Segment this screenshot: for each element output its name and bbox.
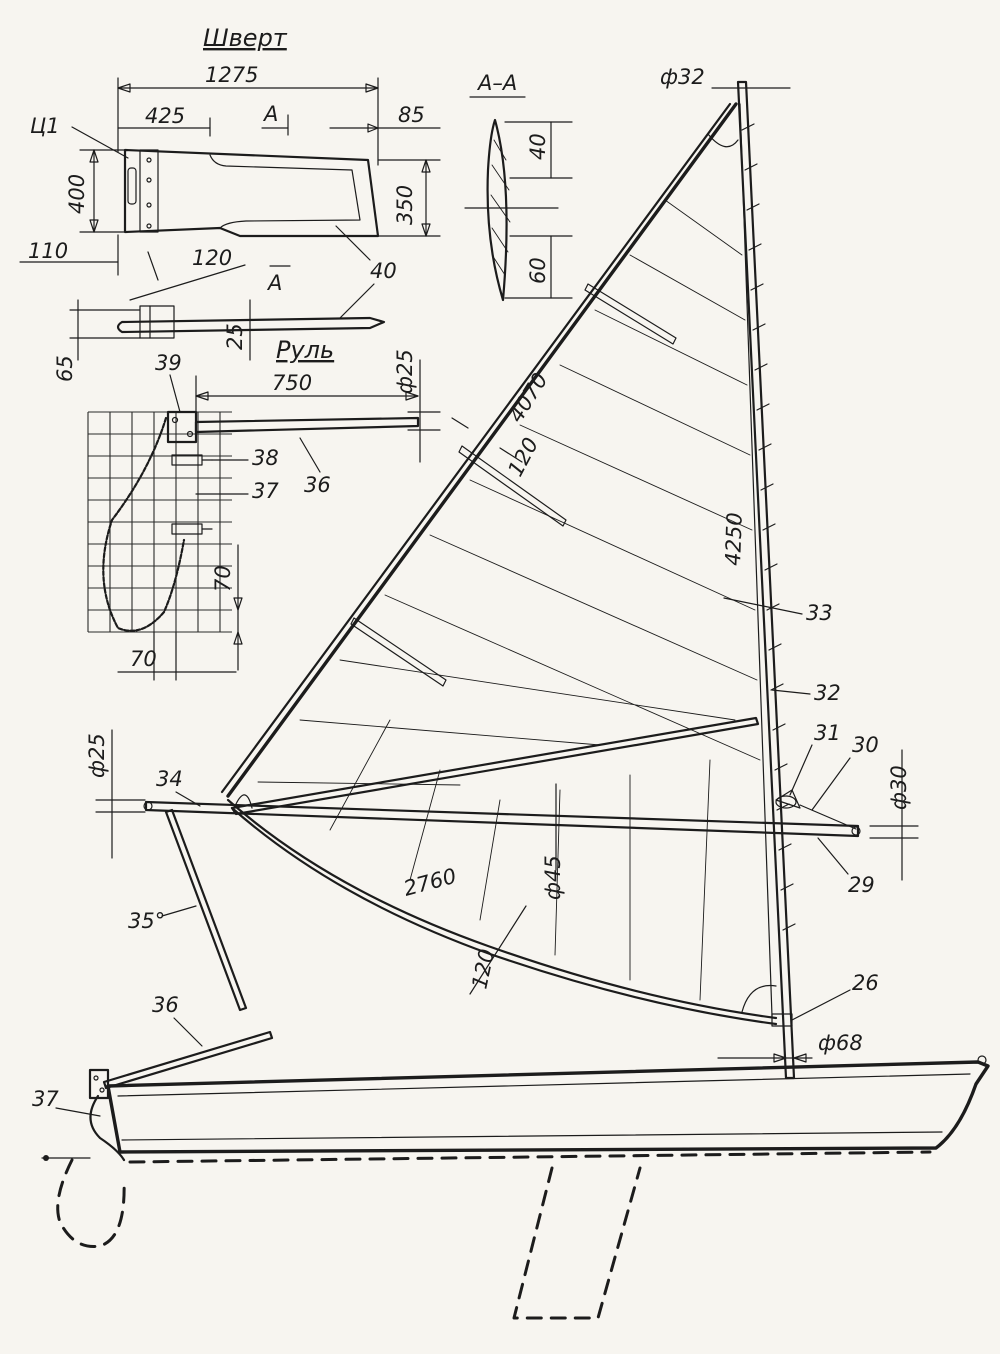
daggerboard-title: Шверт bbox=[203, 24, 288, 52]
rudder-view: Руль 750 ф25 39 38 37 36 bbox=[87, 336, 441, 681]
section-mark-bottom: A bbox=[266, 271, 282, 295]
dim-40: 40 bbox=[526, 133, 550, 160]
label-33: 33 bbox=[806, 601, 833, 625]
dim-350: 350 bbox=[393, 185, 417, 225]
dim-400: 400 bbox=[65, 174, 89, 214]
label-34: 34 bbox=[156, 767, 183, 791]
label-26: 26 bbox=[852, 971, 879, 995]
dim-120-sail: 120 bbox=[503, 434, 543, 481]
label-36-tiller: 36 bbox=[304, 473, 331, 497]
dim-120-shvert: 120 bbox=[192, 246, 232, 270]
label-c1: Ц1 bbox=[30, 114, 60, 138]
dim-70-horizontal: 70 bbox=[130, 647, 157, 671]
dim-110: 110 bbox=[28, 239, 68, 263]
label-38: 38 bbox=[252, 446, 279, 470]
dim-85: 85 bbox=[398, 103, 425, 127]
dim-4250: 4250 bbox=[721, 512, 747, 566]
rudder-title: Руль bbox=[276, 336, 334, 364]
label-39: 39 bbox=[155, 351, 182, 375]
dim-1275: 1275 bbox=[205, 63, 258, 87]
hull: 36 37 bbox=[32, 993, 990, 1320]
label-30: 30 bbox=[852, 733, 879, 757]
dim-70-vertical: 70 bbox=[211, 565, 235, 592]
label-32: 32 bbox=[814, 681, 841, 705]
dim-2760: 2760 bbox=[401, 864, 459, 901]
label-37: 37 bbox=[252, 479, 279, 503]
dim-65: 65 bbox=[53, 355, 77, 382]
section-aa-title: A–A bbox=[476, 71, 517, 95]
label-40: 40 bbox=[370, 259, 397, 283]
dim-425: 425 bbox=[145, 104, 185, 128]
section-aa: A–A 40 60 bbox=[464, 71, 573, 302]
rudder-grid bbox=[87, 411, 232, 633]
dim-phi25-tiller: ф25 bbox=[393, 349, 417, 394]
label-35: 35° bbox=[128, 909, 165, 933]
dim-phi68: ф68 bbox=[818, 1031, 863, 1055]
rig: ф32 4070 120 4250 bbox=[85, 65, 919, 1080]
dim-phi25-boom: ф25 bbox=[85, 733, 109, 778]
dim-60: 60 bbox=[526, 257, 550, 284]
label-31: 31 bbox=[814, 721, 841, 745]
label-37-hull: 37 bbox=[32, 1087, 59, 1111]
label-36-hull: 36 bbox=[152, 993, 179, 1017]
dim-750: 750 bbox=[272, 371, 312, 395]
daggerboard-view: Шверт 1275 425 A 85 Ц1 bbox=[19, 24, 441, 382]
dim-25: 25 bbox=[223, 323, 247, 350]
dim-120-foot: 120 bbox=[467, 947, 499, 991]
label-29: 29 bbox=[848, 873, 875, 897]
section-mark-top: A bbox=[262, 102, 278, 126]
dim-phi45: ф45 bbox=[541, 855, 565, 900]
dim-phi30: ф30 bbox=[887, 765, 911, 810]
dim-4070: 4070 bbox=[504, 369, 553, 427]
dim-phi32: ф32 bbox=[660, 65, 705, 89]
